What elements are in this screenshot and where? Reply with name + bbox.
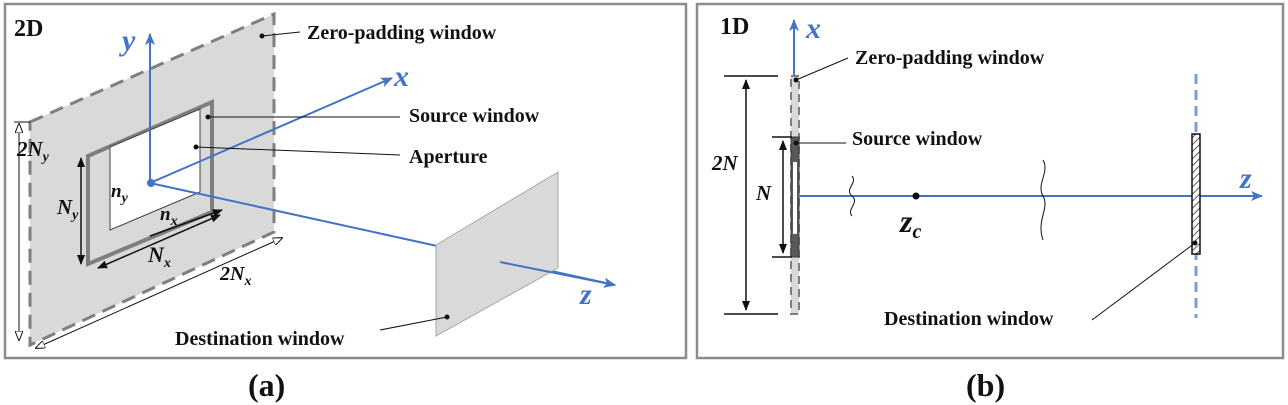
panel-b: 1D x z zc 2N N Zero-pa bbox=[695, 2, 1285, 360]
zero-padding-label: Zero-padding window bbox=[307, 22, 497, 44]
destination-1d-leader bbox=[1091, 242, 1196, 321]
x-axis-label: x bbox=[393, 60, 409, 93]
panel-a: y x z 2D Zero-padding window Source wind… bbox=[3, 2, 688, 360]
z-axis-1d-label: z bbox=[1239, 162, 1252, 195]
destination-window-1d bbox=[1191, 133, 1201, 255]
dim-N-label: N bbox=[755, 181, 772, 205]
zc-point bbox=[912, 192, 920, 200]
x-axis bbox=[149, 77, 393, 184]
aperture-label: Aperture bbox=[409, 146, 488, 168]
zero-padding-leader bbox=[261, 31, 301, 37]
origin-dot bbox=[147, 179, 155, 187]
source-1d-label: Source window bbox=[852, 128, 983, 150]
dim-2Ny-label: 2Ny bbox=[16, 137, 50, 165]
caption-b: (b) bbox=[966, 367, 1005, 403]
caption-a: (a) bbox=[248, 367, 285, 403]
source-label: Source window bbox=[409, 105, 540, 127]
x-axis-1d-label: x bbox=[805, 12, 821, 45]
dim-2N-label: 2N bbox=[711, 151, 739, 175]
destination-label: Destination window bbox=[175, 328, 345, 350]
aperture-leader bbox=[195, 146, 401, 156]
destination-leader bbox=[379, 316, 448, 331]
aperture-1d bbox=[793, 162, 797, 234]
dim-2Nx-line bbox=[36, 238, 282, 348]
zero-padding-1d-leader bbox=[795, 57, 849, 81]
destination-window bbox=[435, 171, 559, 337]
dim-ny-label: ny bbox=[111, 181, 129, 206]
zc-label: zc bbox=[899, 203, 921, 243]
z-axis-front bbox=[499, 261, 616, 288]
dim-Ny-label: Ny bbox=[56, 195, 79, 223]
destination-1d-label: Destination window bbox=[884, 308, 1054, 330]
axis-break-1 bbox=[848, 175, 856, 217]
aperture bbox=[109, 108, 201, 231]
zero-padding-1d-label: Zero-padding window bbox=[855, 47, 1045, 69]
panel-a-tag: 2D bbox=[14, 16, 43, 42]
panel-b-tag: 1D bbox=[720, 14, 749, 40]
y-axis-label: y bbox=[119, 24, 136, 57]
z-axis-label: z bbox=[579, 278, 592, 311]
axis-break-2 bbox=[1040, 159, 1046, 241]
dim-2Nx-label: 2Nx bbox=[219, 263, 251, 289]
